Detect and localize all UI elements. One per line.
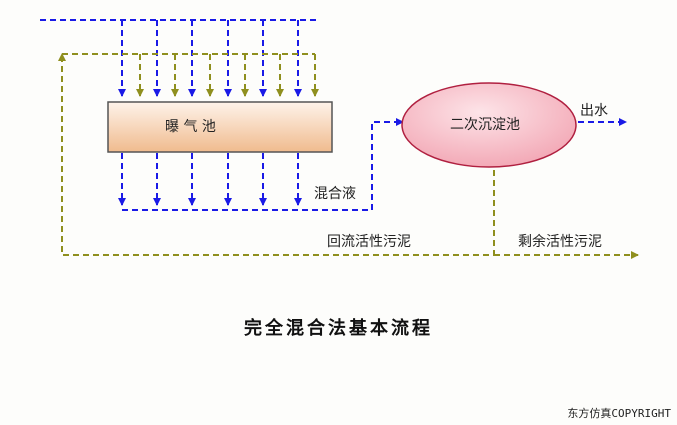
return-sludge-lines [58,53,639,259]
secondary-clarifier [401,82,577,168]
excess-sludge-label: 剩余活性污泥 [518,234,602,250]
diagram-title: 完全混合法基本流程 [244,318,433,339]
copyright-text: 东方仿真COPYRIGHT [567,407,671,420]
mixed-liquor-label: 混合液 [314,186,356,202]
aeration-tank-label: 曝 气 池 [165,119,216,135]
aeration-tank [107,101,333,153]
air-supply-lines [40,19,318,97]
mixed-liquor-lines [118,118,404,211]
return-sludge-label: 回流活性污泥 [327,234,411,250]
clarifier-label: 二次沉淀池 [450,117,520,133]
effluent-label: 出水 [580,103,608,119]
